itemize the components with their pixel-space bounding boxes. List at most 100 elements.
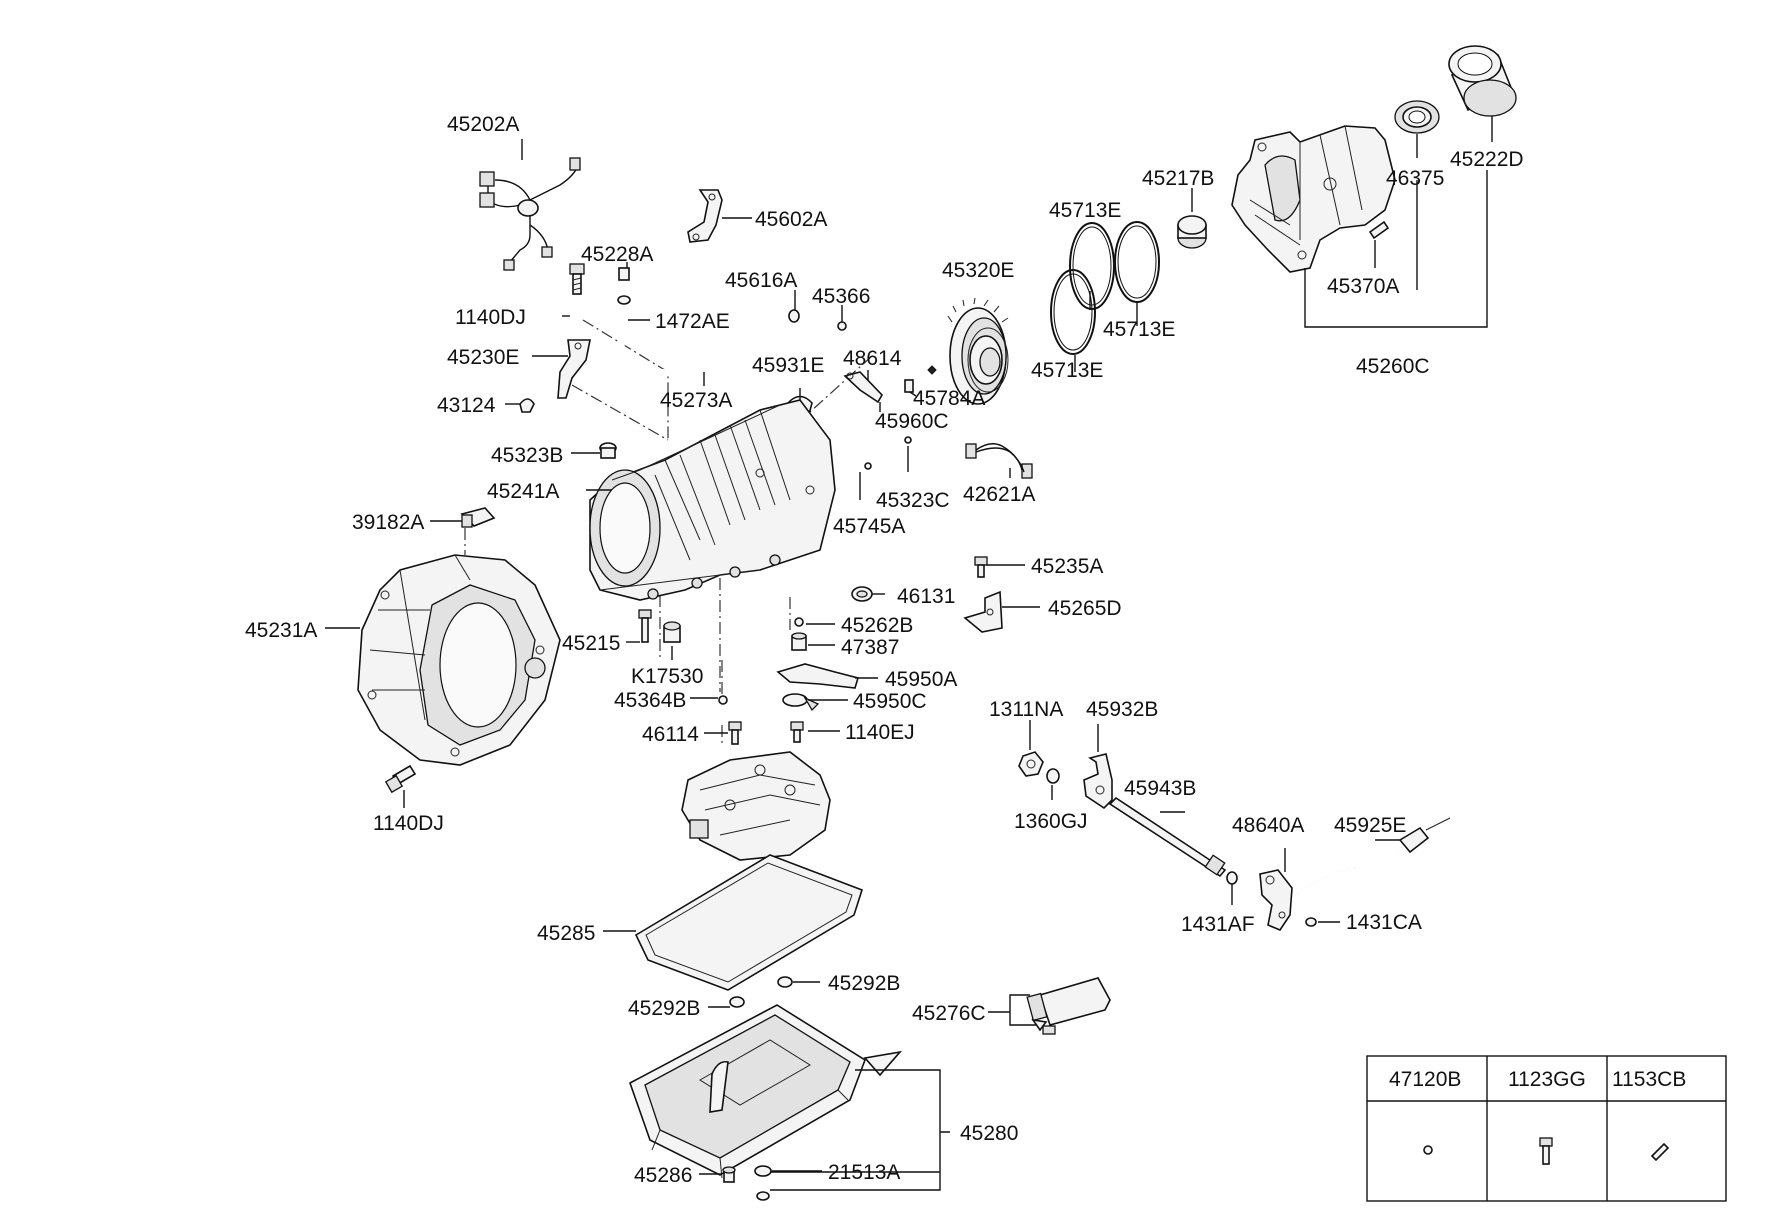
bolt-1140DJ-top[interactable] — [569, 263, 585, 295]
plug-45228A[interactable] — [618, 267, 630, 281]
ball-45745A[interactable] — [864, 462, 872, 470]
extension-housing-45260C[interactable] — [1231, 125, 1396, 273]
bolt-45370A[interactable] — [1368, 220, 1390, 240]
ball-45262B[interactable] — [794, 617, 804, 627]
oil-seal-46375[interactable] — [1394, 100, 1440, 134]
label-45364B[interactable]: 45364B — [614, 689, 686, 712]
label-45960C[interactable]: 45960C — [875, 410, 949, 433]
label-1140DJ-top[interactable]: 1140DJ — [455, 306, 526, 329]
valve-body[interactable] — [681, 751, 831, 861]
label-45292B-right[interactable]: 45292B — [828, 972, 900, 995]
label-45286[interactable]: 45286 — [634, 1164, 692, 1187]
pin-45784A[interactable] — [904, 365, 937, 393]
table-cell-1153CB-pin[interactable] — [1650, 1142, 1670, 1162]
plug-46131[interactable] — [851, 586, 873, 602]
table-cell-1123GG-bolt[interactable] — [1539, 1137, 1553, 1165]
label-45713E-bottom[interactable]: 45713E — [1031, 359, 1103, 382]
label-45320E[interactable]: 45320E — [942, 259, 1014, 282]
label-45280[interactable]: 45280 — [960, 1122, 1018, 1145]
bolt-46114[interactable] — [728, 721, 742, 745]
shaft-45943B[interactable] — [1108, 796, 1227, 878]
plug-47387[interactable] — [791, 632, 807, 651]
clip-43124[interactable] — [519, 398, 535, 413]
plate-45950A[interactable] — [776, 663, 860, 689]
tube-45273A[interactable] — [617, 295, 797, 375]
dust-cover-45222D[interactable] — [1448, 45, 1517, 117]
label-45285[interactable]: 45285 — [537, 922, 595, 945]
oil-pump-45320E[interactable] — [947, 297, 1009, 405]
label-1472AE[interactable]: 1472AE — [655, 310, 730, 333]
label-45265D[interactable]: 45265D — [1048, 597, 1122, 620]
label-45784A[interactable]: 45784A — [913, 387, 985, 410]
label-1360GJ[interactable]: 1360GJ — [1014, 810, 1088, 833]
oring-45616A[interactable] — [788, 309, 800, 323]
label-K17530[interactable]: K17530 — [631, 665, 703, 688]
plug-K17530[interactable] — [663, 621, 681, 643]
label-45745A[interactable]: 45745A — [833, 515, 905, 538]
gasket-45285[interactable] — [634, 854, 863, 991]
label-45713E-top[interactable]: 45713E — [1049, 199, 1121, 222]
label-45273A[interactable]: 45273A — [660, 389, 732, 412]
clip-45950C[interactable] — [782, 693, 820, 712]
label-45950C[interactable]: 45950C — [853, 690, 927, 713]
label-1431AF[interactable]: 1431AF — [1181, 913, 1255, 936]
nut-1311NA[interactable] — [1018, 751, 1044, 777]
label-46114[interactable]: 46114 — [642, 723, 699, 746]
label-45230E[interactable]: 45230E — [447, 346, 519, 369]
bolt-21513A-pan[interactable] — [756, 1191, 770, 1201]
label-46375[interactable]: 46375 — [1386, 167, 1444, 190]
label-45943B[interactable]: 45943B — [1124, 777, 1196, 800]
wiring-harness-45202A[interactable] — [479, 157, 581, 271]
bell-housing-45231A[interactable] — [357, 554, 561, 766]
bracket-45230E[interactable] — [557, 339, 591, 399]
label-42621A[interactable]: 42621A — [963, 483, 1035, 506]
washer-1360GJ[interactable] — [1046, 768, 1060, 784]
label-1140EJ[interactable]: 1140EJ — [845, 721, 915, 744]
seal-ring-45713E-b[interactable] — [1069, 222, 1115, 310]
label-47387[interactable]: 47387 — [841, 636, 899, 659]
seal-ring-45713E-a[interactable] — [1050, 269, 1096, 355]
connector-42621A[interactable] — [965, 443, 1033, 479]
label-45713E-right[interactable]: 45713E — [1103, 318, 1175, 341]
bolt-1140EJ[interactable] — [790, 721, 804, 743]
clip-1431AF[interactable] — [1226, 871, 1238, 885]
label-45276C[interactable]: 45276C — [912, 1002, 986, 1025]
bolt-45235A[interactable] — [974, 556, 988, 578]
ball-45323C[interactable] — [904, 436, 912, 444]
bracket-45265D[interactable] — [963, 590, 1003, 633]
label-45950A[interactable]: 45950A — [885, 668, 957, 691]
label-45260C[interactable]: 45260C — [1356, 355, 1430, 378]
label-45323B[interactable]: 45323B — [491, 444, 563, 467]
ball-45364B[interactable] — [718, 695, 728, 705]
label-45931E[interactable]: 45931E — [752, 354, 824, 377]
label-45235A[interactable]: 45235A — [1031, 555, 1103, 578]
washer-45292B-left[interactable] — [729, 996, 745, 1008]
label-45215[interactable]: 45215 — [562, 632, 620, 655]
label-45602A[interactable]: 45602A — [755, 208, 827, 231]
label-45925E[interactable]: 45925E — [1334, 814, 1406, 837]
ball-45366[interactable] — [837, 321, 847, 331]
bolt-45215[interactable] — [638, 609, 652, 643]
label-1311NA[interactable]: 1311NA — [989, 698, 1063, 721]
label-45932B[interactable]: 45932B — [1086, 698, 1158, 721]
label-45366[interactable]: 45366 — [812, 285, 870, 308]
rod-45925E[interactable] — [1297, 817, 1451, 894]
lever-48614[interactable] — [843, 371, 883, 404]
label-43124[interactable]: 43124 — [437, 394, 496, 417]
label-21513A[interactable]: 21513A — [828, 1161, 900, 1184]
seal-ring-45713E-c[interactable] — [1114, 221, 1160, 303]
bolt-1140DJ-bottom[interactable] — [384, 764, 417, 794]
label-45292B-left[interactable]: 45292B — [628, 997, 700, 1020]
label-45202A[interactable]: 45202A — [447, 113, 519, 136]
label-45222D[interactable]: 45222D — [1450, 148, 1524, 171]
label-45262B[interactable]: 45262B — [841, 614, 913, 637]
label-45241A[interactable]: 45241A — [487, 480, 559, 503]
table-cell-47120B-ball[interactable] — [1423, 1145, 1433, 1155]
label-45323C[interactable]: 45323C — [876, 489, 950, 512]
clip-1431CA[interactable] — [1305, 917, 1317, 927]
label-46131[interactable]: 46131 — [897, 585, 955, 608]
oil-pan-45280[interactable] — [629, 1004, 903, 1179]
label-45231A[interactable]: 45231A — [245, 619, 317, 642]
label-45228A[interactable]: 45228A — [581, 243, 653, 266]
washer-45292B-right[interactable] — [777, 976, 793, 988]
